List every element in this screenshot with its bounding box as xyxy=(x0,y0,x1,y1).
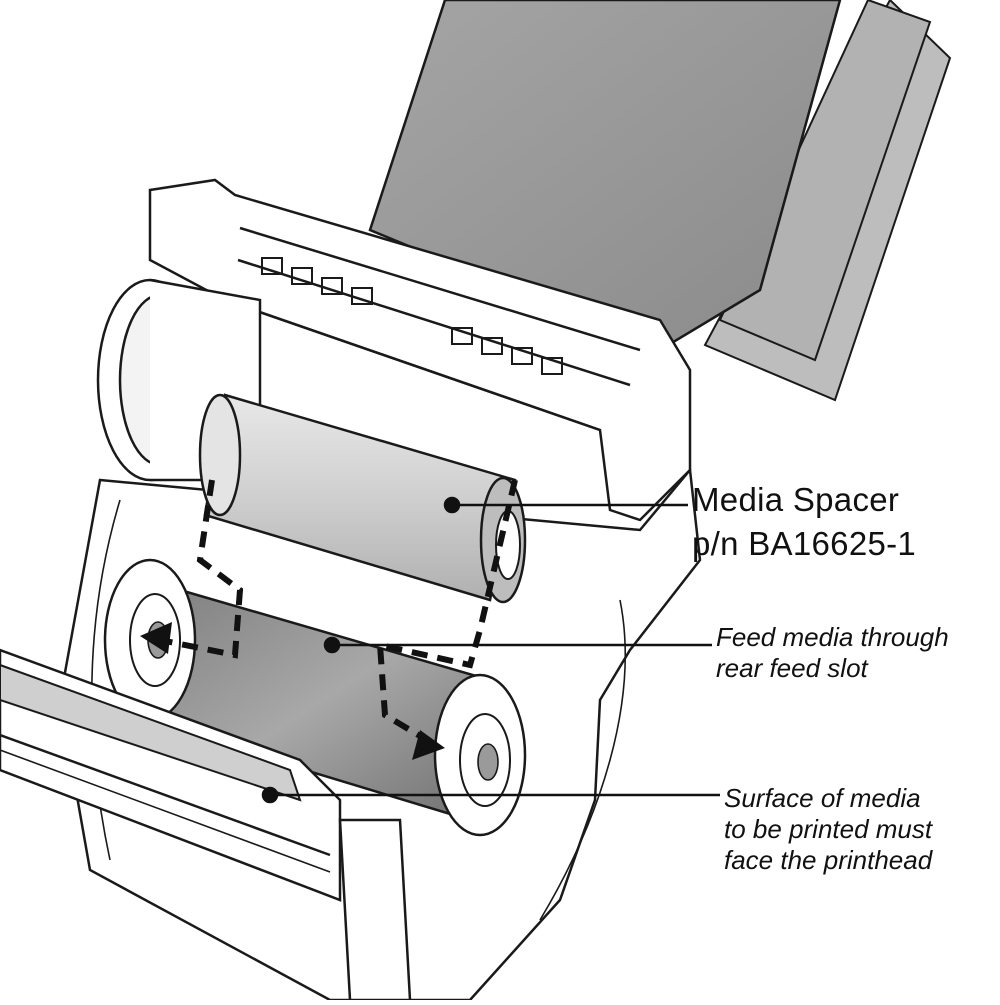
surface-media-note-line2: to be printed must xyxy=(724,814,933,844)
surface-media-note: Surface of media to be printed must face… xyxy=(724,783,932,876)
rear-frame-slots xyxy=(261,257,563,375)
feed-arrow-right xyxy=(412,730,445,760)
surface-media-note-line1: Surface of media xyxy=(724,783,921,813)
feed-media-note: Feed media through rear feed slot xyxy=(716,622,949,684)
feed-path-dashes xyxy=(159,479,518,745)
fanfold-media-sheets xyxy=(368,0,952,402)
feed-media-note-line2: rear feed slot xyxy=(716,653,868,683)
feed-arrow-left xyxy=(140,622,172,654)
media-spacer-label: Media Spacer p/n BA16625-1 xyxy=(692,478,916,566)
surface-media-note-line3: face the printhead xyxy=(724,845,933,875)
media-spacer-title: Media Spacer xyxy=(692,481,900,518)
media-spacer-part-number: p/n BA16625-1 xyxy=(692,525,917,562)
leader-lines xyxy=(261,496,720,804)
feed-media-note-line1: Feed media through xyxy=(716,622,949,652)
